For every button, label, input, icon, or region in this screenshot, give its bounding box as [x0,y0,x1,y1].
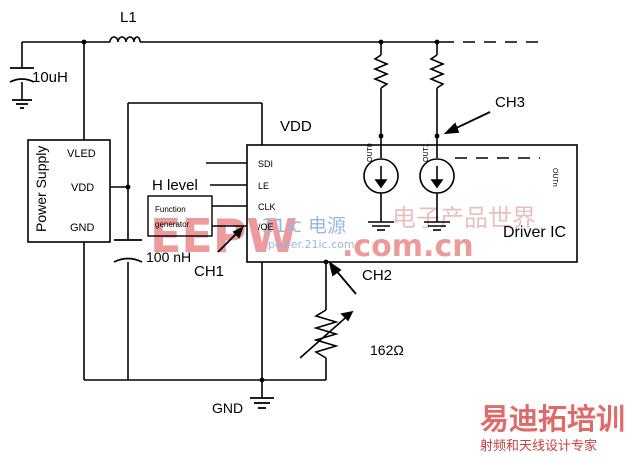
ps-pin-vled: VLED [67,148,96,160]
vdd-label: VDD [280,118,312,135]
load-resistor-1-icon [428,54,446,89]
driver-pin-sdi: SDI [258,159,273,169]
ch3-label: CH3 [495,94,525,111]
driver-ic-block: Driver IC SDI LE CLK /OE OUT0 OUT1 OUTn [246,143,578,263]
gnd-label: GND [212,400,243,416]
corner-subtitle: 射频和天线设计专家 [480,438,597,454]
ps-pin-gnd: GND [70,222,95,234]
corner-watermark: 易迪拓培训 射频和天线设计专家 [480,402,625,454]
decoupling-cap-label: 100 nH [146,249,191,265]
watermark-layer: EEPW 21ic 电源 power.21ic.com .com.cn 电子产品… [150,204,536,264]
capacitor-symbol [9,67,35,83]
current-sink-1-icon [419,158,455,231]
watermark-cn-right: 电子产品世界 [392,204,536,232]
driver-pin-clk: CLK [258,202,276,212]
resistor-label: 162Ω [370,342,404,358]
function-generator-line1: Function [155,205,186,214]
out-pin-0: OUT0 [367,143,374,162]
watermark-site-url: power.21ic.com [268,238,355,251]
ps-pin-vdd: VDD [71,182,94,194]
out-pin-1: OUT1 [423,143,430,162]
variable-resistor-icon [299,309,354,359]
ground-left-icon [12,99,32,109]
ch1-probe-arrow [217,226,244,253]
out-pin-n: OUTn [551,168,558,187]
inductor-symbol [109,36,141,43]
decoupling-capacitor-symbol [113,239,143,263]
ch2-label: CH2 [362,267,392,284]
ch2-probe-arrow [328,260,357,295]
capacitor-label: 10uH [32,69,68,86]
watermark-site-cn: 21ic 电源 [262,215,346,237]
ch1-label: CH1 [194,263,224,280]
current-sink-0-icon [363,158,399,231]
driver-ic-label: Driver IC [503,224,566,241]
ch3-probe-arrow [443,111,491,135]
load-resistor-0-icon [372,54,390,89]
function-generator-block: Function generator [147,195,213,237]
ground-bottom-icon [250,397,274,409]
h-level-label: H level [152,177,198,194]
driver-pin-le: LE [258,181,269,191]
inductor-label: L1 [120,9,137,26]
function-generator-line2: generator [155,220,190,229]
power-supply-title: Power Supply [33,146,49,232]
driver-pin-oe: /OE [258,222,274,232]
corner-title: 易迪拓培训 [480,402,625,436]
wires [21,41,540,398]
power-supply-block: Power Supply VLED VDD GND [27,139,111,243]
watermark-com: .com.cn [342,229,474,264]
junction-dots [81,39,440,383]
